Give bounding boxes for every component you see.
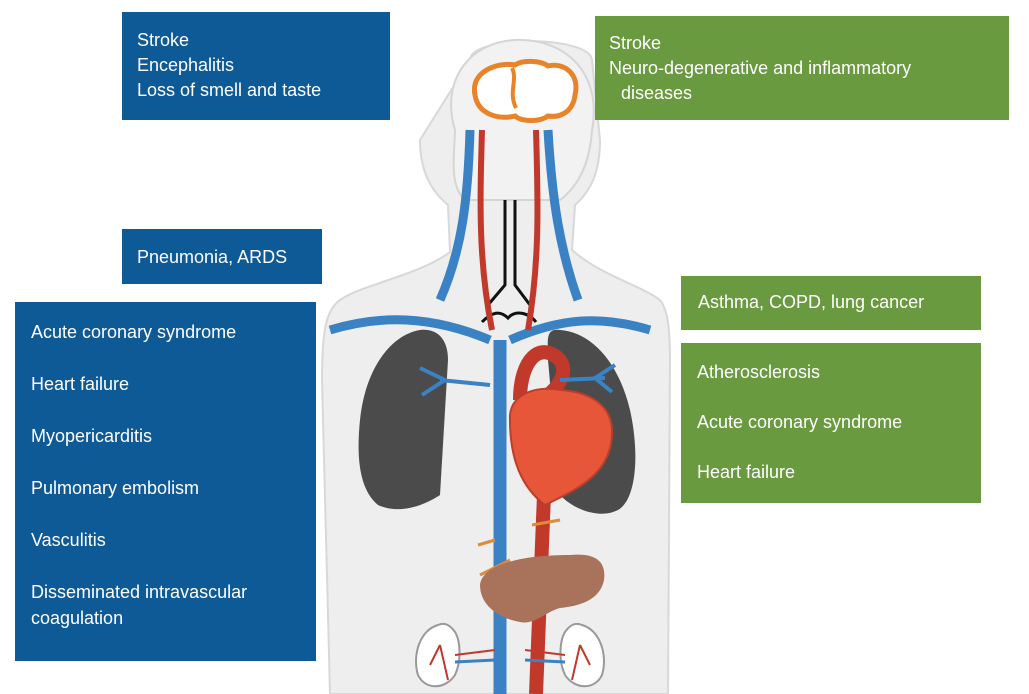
label-line: Loss of smell and taste: [137, 78, 390, 103]
label-line: Myopericarditis: [31, 423, 316, 449]
label-box-lung: Asthma, COPD, lung cancer: [681, 276, 981, 330]
label-line: Stroke: [609, 31, 1009, 56]
label-line: Heart failure: [31, 371, 316, 397]
label-line: Acute coronary syndrome: [697, 409, 981, 435]
label-line: diseases: [609, 81, 1009, 106]
label-line: Acute coronary syndrome: [31, 319, 316, 345]
label-line: Stroke: [137, 28, 390, 53]
label-box-cardiovascular-left: Acute coronary syndrome Heart failure My…: [15, 302, 316, 661]
label-line: Heart failure: [697, 459, 981, 485]
label-line: Neuro-degenerative and inflammatory: [609, 56, 1009, 81]
human-body-illustration: [318, 30, 690, 694]
brain: [474, 61, 576, 120]
label-line: Disseminated intravascular: [31, 579, 316, 605]
label-line: Atherosclerosis: [697, 359, 981, 385]
label-box-brain-left: Stroke Encephalitis Loss of smell and ta…: [122, 12, 390, 120]
label-box-pneumonia: Pneumonia, ARDS: [122, 229, 322, 284]
label-box-cardiovascular-right: Atherosclerosis Acute coronary syndrome …: [681, 343, 981, 503]
label-line: coagulation: [31, 605, 316, 631]
label-line: Pulmonary embolism: [31, 475, 316, 501]
label-line: Vasculitis: [31, 527, 316, 553]
label-line: Asthma, COPD, lung cancer: [698, 290, 981, 315]
label-box-brain-right: Stroke Neuro-degenerative and inflammato…: [595, 16, 1009, 120]
label-line: Pneumonia, ARDS: [137, 245, 322, 270]
label-line: Encephalitis: [137, 53, 390, 78]
